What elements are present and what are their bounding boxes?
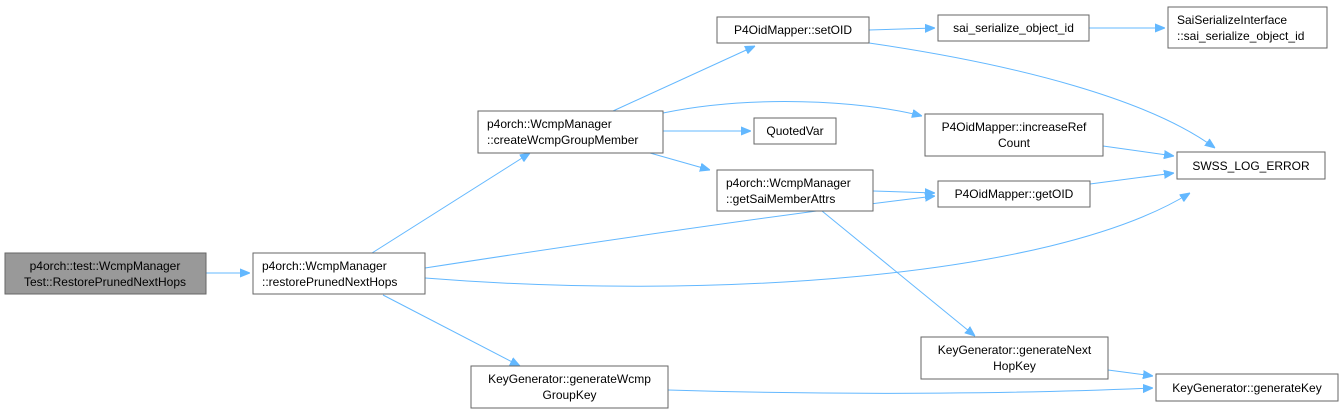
edge-restore-to-logerr [424, 193, 1190, 287]
edge-getsai-to-getoid [872, 191, 935, 193]
node-create-line-1: p4orch::WcmpManager [487, 117, 612, 131]
edge-genwcmp-to-genkey [667, 388, 1153, 394]
node-gennext-line-2: HopKey [993, 359, 1036, 373]
node-genkey-line-1: KeyGenerator::generateKey [1172, 381, 1321, 395]
node-quoted-line-1: QuotedVar [766, 124, 823, 138]
node-create-line-2: ::createWcmpGroupMember [487, 133, 638, 147]
edge-getsai-to-gennext [821, 210, 975, 336]
node-root-line-1: p4orch::test::WcmpManager [30, 259, 181, 273]
node-restore-line-1: p4orch::WcmpManager [262, 259, 387, 273]
node-incref-line-1: P4OidMapper::increaseRef [942, 120, 1087, 134]
node-saiiface-line-2: ::sai_serialize_object_id [1177, 29, 1304, 43]
edge-restore-to-create [371, 153, 530, 254]
node-create-wcmp-group-member[interactable]: p4orch::WcmpManager ::createWcmpGroupMem… [477, 110, 664, 154]
node-root[interactable]: p4orch::test::WcmpManager Test::RestoreP… [4, 252, 207, 295]
node-getsai-line-1: p4orch::WcmpManager [726, 176, 851, 190]
node-generate-wcmp-group-key[interactable]: KeyGenerator::generateWcmp GroupKey [470, 365, 669, 409]
node-gennext-line-1: KeyGenerator::generateNext [938, 343, 1092, 357]
edge-getoid-to-logerr [1089, 173, 1174, 185]
edge-setoid-to-serialize [868, 28, 935, 30]
edge-create-to-getsai [649, 152, 710, 170]
node-increase-ref-count[interactable]: P4OidMapper::increaseRef Count [924, 113, 1104, 157]
node-get-sai-member-attrs[interactable]: p4orch::WcmpManager ::getSaiMemberAttrs [716, 169, 874, 212]
node-setoid-line-1: P4OidMapper::setOID [734, 23, 852, 37]
edge-create-to-incref [662, 101, 922, 116]
edge-restore-to-genwcmp [382, 294, 520, 366]
node-getsai-line-2: ::getSaiMemberAttrs [726, 192, 835, 206]
node-generate-next-hop-key[interactable]: KeyGenerator::generateNext HopKey [920, 336, 1109, 380]
node-logerr-line-1: SWSS_LOG_ERROR [1192, 159, 1310, 173]
node-restore-line-2: ::restorePrunedNextHops [262, 275, 397, 289]
node-root-line-2: Test::RestorePrunedNextHops [24, 275, 186, 289]
node-sai-serialize-object-id[interactable]: sai_serialize_object_id [937, 14, 1090, 42]
node-generate-key[interactable]: KeyGenerator::generateKey [1155, 373, 1339, 402]
node-quoted-var[interactable]: QuotedVar [753, 117, 837, 145]
node-incref-line-2: Count [998, 136, 1031, 150]
node-saiiface-line-1: SaiSerializeInterface [1177, 13, 1287, 27]
node-set-oid[interactable]: P4OidMapper::setOID [716, 16, 870, 44]
node-serialize-line-1: sai_serialize_object_id [953, 21, 1074, 35]
node-genwcmp-line-1: KeyGenerator::generateWcmp [488, 372, 651, 386]
edge-incref-to-logerr [1102, 145, 1174, 156]
edge-gennext-to-genkey [1107, 369, 1153, 376]
node-restore-pruned-next-hops[interactable]: p4orch::WcmpManager ::restorePrunedNextH… [252, 252, 426, 295]
node-swss-log-error[interactable]: SWSS_LOG_ERROR [1176, 151, 1326, 180]
node-genwcmp-line-2: GroupKey [542, 388, 596, 402]
edge-restore-to-getoid [424, 196, 935, 269]
node-getoid-line-1: P4OidMapper::getOID [955, 187, 1074, 201]
edge-setoid-to-logerr [868, 42, 1215, 148]
edges [206, 28, 1215, 394]
node-get-oid[interactable]: P4OidMapper::getOID [937, 180, 1091, 208]
node-sai-serialize-interface[interactable]: SaiSerializeInterface ::sai_serialize_ob… [1167, 6, 1328, 49]
edge-create-to-setoid [612, 46, 755, 112]
